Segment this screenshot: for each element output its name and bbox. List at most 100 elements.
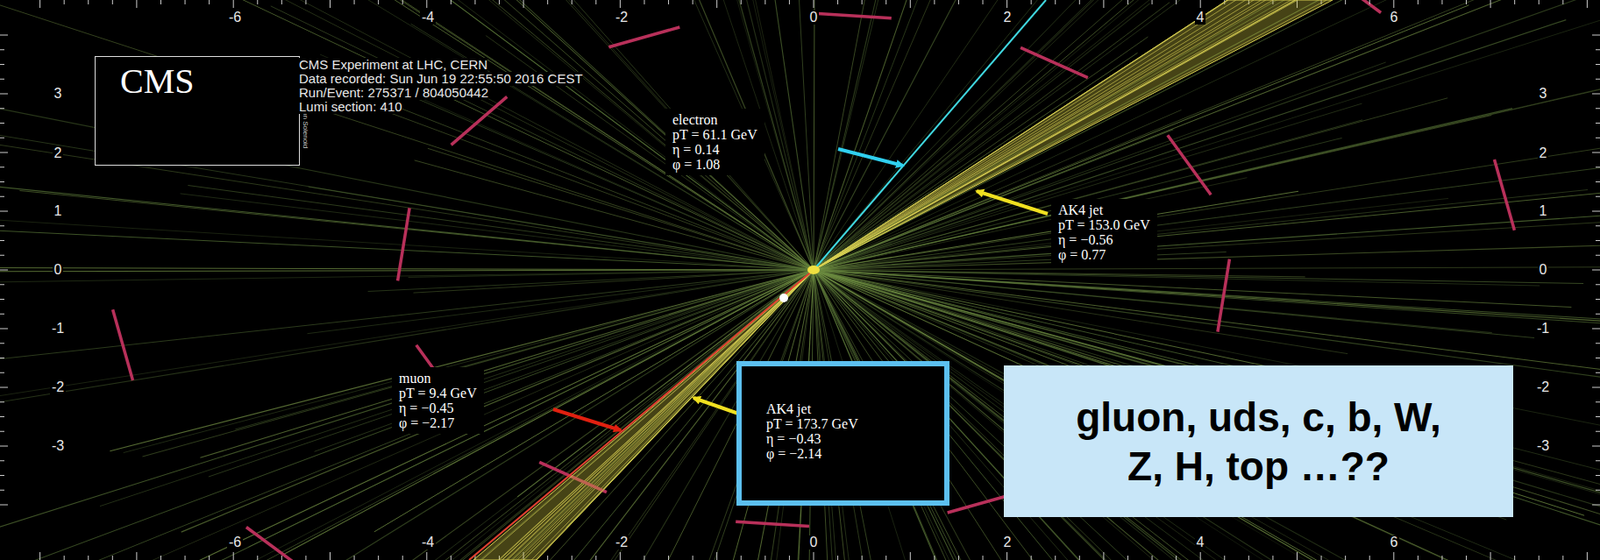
tick [0,446,8,448]
track-line [0,270,814,379]
track-line [180,193,814,271]
tick [87,0,89,5]
tick [0,211,8,213]
tick [1595,166,1600,168]
tick [1538,0,1540,5]
tick [1490,0,1492,8]
track-line [576,0,814,271]
track-line [813,0,1174,271]
track-line [813,0,1600,271]
question-box: gluon, uds, c, b, W, Z, H, top …?? [1003,365,1514,518]
tick [0,270,8,271]
tick [958,0,960,5]
tick [547,0,548,5]
track-line [813,41,1600,271]
tick [1200,552,1202,560]
label-value: η = −0.56 [1058,232,1151,248]
tick [426,552,427,560]
track-line [0,270,814,560]
track-line [11,270,814,560]
track-line [389,0,814,271]
tick [740,555,742,560]
tick [0,137,5,139]
track-line [813,5,1470,271]
track-line [134,270,814,560]
tick [256,0,258,5]
tick [0,460,5,462]
track-line [0,270,814,560]
axis-number: 2 [1537,146,1550,161]
axis-number: -6 [227,535,243,550]
tick [0,431,5,433]
track-line [813,0,921,271]
tick [643,0,645,5]
tick [1595,431,1600,433]
track-line [99,270,814,507]
track-line [76,270,814,560]
tick [1595,284,1600,285]
tick [160,555,162,560]
axis-number: -2 [1535,380,1551,395]
track-line [485,35,814,271]
track-line [413,270,815,293]
tick [1595,357,1600,359]
pointer-arrow [553,409,621,431]
tick [256,555,258,560]
tick [885,555,887,560]
tick [1102,0,1104,8]
tick [1272,555,1273,560]
tick [692,555,694,560]
track-line [813,80,1600,271]
track-line [813,0,1600,271]
axis-number: 3 [52,86,64,101]
tick [233,0,235,8]
tick [0,328,8,330]
tick [377,0,379,5]
tick [958,555,960,560]
axis-number: -6 [227,10,243,25]
event-info: Run/Event: 275371 / 804050442 [298,85,489,100]
tick [1079,0,1081,5]
tick [1595,240,1600,242]
tick [160,0,162,5]
tick [0,93,8,95]
tick [1369,0,1371,5]
tick [764,555,766,560]
track-line [181,270,814,533]
tick [0,357,5,359]
tick [64,555,65,560]
axis-number: 2 [1002,10,1014,25]
chamber-segment [246,527,306,560]
tick [281,555,283,560]
jet-cone [813,0,1333,271]
tick [0,298,5,300]
track-line [274,0,814,271]
label-title: AK4 jet [1058,202,1151,218]
chamber-segment [1322,0,1382,14]
axis-number: 4 [1194,535,1207,550]
tick [1595,49,1600,50]
tick [329,0,331,8]
track-line [813,266,1600,271]
tick [1595,181,1600,183]
track-line [376,0,814,271]
event-info: Data recorded: Sun Jun 19 22:55:50 2016 … [298,71,584,86]
tick [1595,342,1600,344]
tick [87,555,89,560]
tick [1465,0,1467,5]
tick [1595,460,1600,462]
tick [1592,328,1600,330]
tick [1175,555,1177,560]
axis-number: -3 [1535,439,1551,454]
tick [1592,152,1600,154]
axis-number: 6 [1388,535,1401,550]
event-info: CMS Experiment at LHC, CERN [298,57,488,72]
track-line [813,270,1600,334]
track-line [813,270,1493,334]
vertex-dot [779,293,789,303]
pointer-arrow [976,191,1048,214]
track-line [187,185,814,271]
axis-number: 0 [808,535,820,550]
tick [885,0,887,5]
